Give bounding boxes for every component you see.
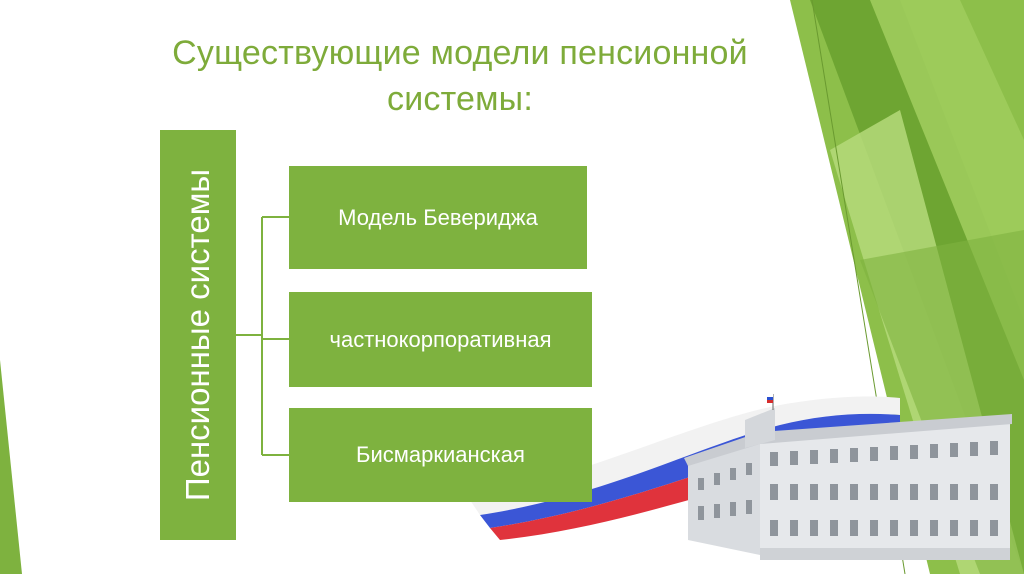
left-green-wedge — [0, 360, 22, 574]
flag-white — [767, 394, 773, 397]
title-line-2: системы: — [387, 80, 533, 118]
root-node: Пенсионные системы — [160, 130, 236, 540]
model-node-label: Бисмаркианская — [356, 442, 525, 467]
slide-title: Существующие модели пенсионной системы: — [120, 30, 800, 122]
model-node-beveridge: Модель Бевериджа — [289, 166, 587, 269]
building-windows — [698, 441, 998, 536]
flag-blue — [767, 397, 773, 400]
title-line-1: Существующие модели пенсионной — [172, 34, 748, 72]
building-side-wall — [688, 438, 760, 555]
model-node-label: Модель Бевериджа — [338, 204, 538, 230]
flag-red — [767, 400, 773, 403]
building-front-wall — [760, 420, 1010, 560]
building-illustration — [684, 394, 1012, 560]
hierarchy-connectors — [236, 216, 289, 456]
building-roof — [684, 414, 1012, 466]
model-node-bismarck: Бисмаркианская — [289, 408, 592, 502]
building-base — [760, 548, 1010, 560]
model-node-corporate: частнокорпоративная — [289, 292, 592, 387]
model-node-label: частнокорпоративная — [329, 326, 552, 352]
root-node-label: Пенсионные системы — [179, 168, 216, 502]
building-central-tower — [745, 408, 775, 448]
